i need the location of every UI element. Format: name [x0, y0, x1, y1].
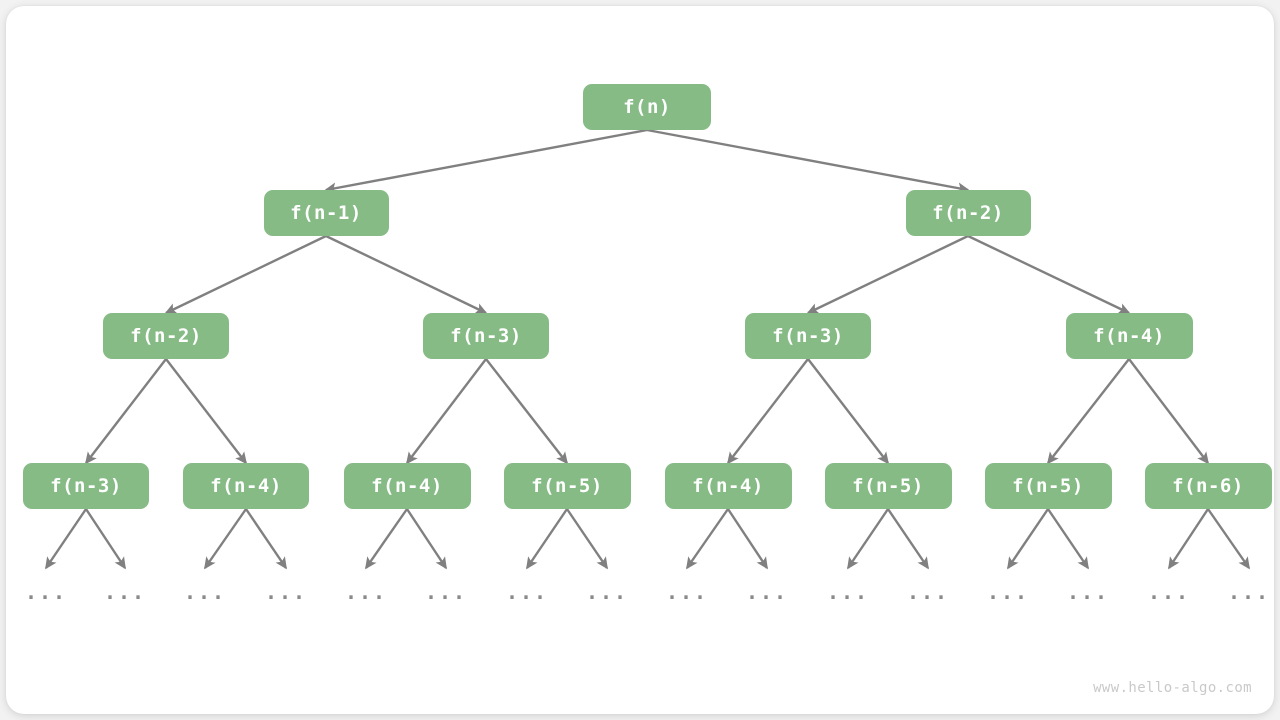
ellipsis-marker: ... [103, 580, 147, 604]
tree-node[interactable]: f(n-4) [664, 463, 792, 509]
tree-node-label: f(n-4) [692, 475, 764, 497]
tree-edge [325, 234, 488, 315]
tree-edge [365, 508, 408, 570]
ellipsis-marker: ... [183, 580, 227, 604]
diagram-card: f(n) f(n-1) f(n-2) f(n-2) f(n-3) f(n-3) f(n-4)… [6, 6, 1274, 714]
tree-node-label: f(n-4) [210, 475, 282, 497]
tree-node[interactable]: f(n-5) [503, 463, 631, 509]
tree-node-label: f(n-2) [932, 202, 1004, 224]
tree-node-label: f(n-2) [130, 325, 202, 347]
tree-edge [405, 508, 448, 570]
watermark-label: www.hello-algo.com [1093, 680, 1252, 696]
tree-node-label: f(n-3) [50, 475, 122, 497]
tree-node[interactable]: f(n-1) [263, 190, 389, 236]
tree-edge [526, 508, 568, 570]
tree-edge [45, 508, 87, 570]
tree-edge [686, 508, 729, 570]
tree-node[interactable]: f(n-2) [103, 313, 229, 359]
ellipsis-marker: ... [1066, 580, 1110, 604]
tree-node-label: f(n-5) [852, 475, 924, 497]
tree-node-label: f(n-6) [1172, 475, 1244, 497]
tree-edge [807, 358, 890, 465]
ellipsis-marker: ... [745, 580, 789, 604]
tree-edge [485, 358, 569, 465]
ellipsis-marker: ... [264, 580, 308, 604]
ellipsis-marker: ... [424, 580, 468, 604]
ellipsis-marker: ... [906, 580, 950, 604]
tree-edge [84, 508, 127, 570]
tree-node-label: f(n-4) [1093, 325, 1165, 347]
tree-edge [1007, 508, 1049, 570]
tree-node-label: f(n-5) [531, 475, 603, 497]
tree-node-label: f(n-5) [1012, 475, 1084, 497]
tree-node[interactable]: f(n-4) [1065, 313, 1193, 359]
tree-node[interactable]: f(n-2) [905, 190, 1031, 236]
tree-edge [84, 358, 167, 465]
ellipsis-marker: ... [585, 580, 629, 604]
tree-node-label: f(n-3) [772, 325, 844, 347]
tree-edge [566, 508, 608, 570]
tree-node[interactable]: f(n-4) [343, 463, 471, 509]
tree-edge [204, 508, 247, 570]
ellipsis-marker: ... [1227, 580, 1271, 604]
ellipsis-marker: ... [505, 580, 549, 604]
tree-edge [847, 508, 889, 570]
tree-node[interactable]: f(n-5) [824, 463, 952, 509]
tree-edge [967, 234, 1131, 315]
tree-node-label: f(n-1) [290, 202, 362, 224]
tree-edge [164, 234, 327, 315]
tree-node[interactable]: f(n) [583, 84, 711, 130]
tree-edge [806, 234, 969, 315]
tree-edge [646, 128, 970, 194]
tree-edge [1207, 508, 1250, 570]
ellipsis-marker: ... [1147, 580, 1191, 604]
tree-node[interactable]: f(n-3) [423, 313, 549, 359]
tree-edge [1047, 508, 1089, 570]
ellipsis-marker: ... [665, 580, 709, 604]
tree-edge [726, 358, 809, 465]
tree-edge [165, 358, 248, 465]
ellipsis-marker: ... [344, 580, 388, 604]
tree-node[interactable]: f(n-3) [23, 463, 149, 509]
tree-node[interactable]: f(n-4) [183, 463, 309, 509]
ellipsis-marker: ... [24, 580, 68, 604]
tree-edge [887, 508, 929, 570]
tree-edge [245, 508, 287, 570]
tree-node-label: f(n-4) [371, 475, 443, 497]
tree-edge [1167, 508, 1210, 570]
ellipsis-marker: ... [986, 580, 1030, 604]
tree-node[interactable]: f(n-6) [1144, 463, 1272, 509]
tree-node[interactable]: f(n-5) [984, 463, 1112, 509]
tree-edge [324, 128, 648, 194]
tree-edge [1128, 358, 1210, 465]
ellipsis-marker: ... [826, 580, 870, 604]
tree-node-label: f(n) [623, 96, 671, 118]
tree-node[interactable]: f(n-3) [745, 313, 871, 359]
tree-edge [1046, 358, 1130, 465]
tree-edge [405, 358, 487, 465]
tree-node-label: f(n-3) [450, 325, 522, 347]
tree-edge [726, 508, 769, 570]
